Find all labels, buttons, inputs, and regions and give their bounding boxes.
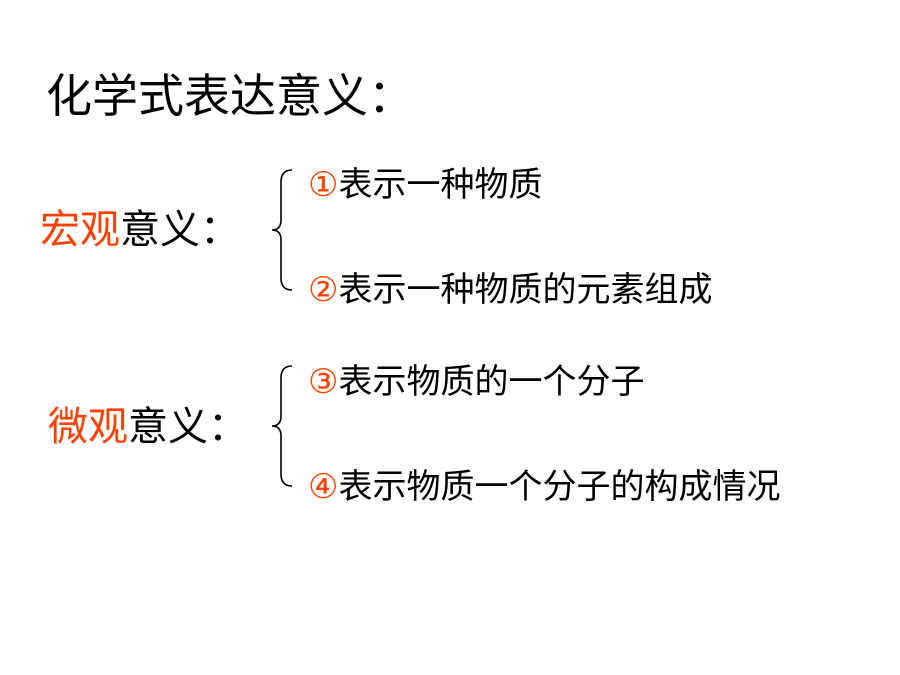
item-number: ④: [308, 467, 339, 507]
item-number: ③: [308, 362, 339, 402]
item-text: 表示物质的一个分子: [338, 362, 645, 402]
micro-accent-text: 微观: [48, 404, 128, 450]
micro-item-4: ④表示物质一个分子的构成情况: [308, 465, 780, 509]
micro-item-3: ③表示物质的一个分子: [308, 360, 644, 404]
item-text: 表示一种物质的元素组成: [338, 270, 713, 310]
item-number: ②: [308, 270, 339, 310]
slide-title: 化学式表达意义：: [46, 69, 414, 123]
macro-accent-text: 宏观: [40, 207, 120, 253]
macro-brace-icon: [271, 169, 293, 291]
item-text: 表示物质一个分子的构成情况: [338, 467, 781, 507]
macro-meaning-label: 宏观意义：: [40, 204, 240, 256]
macro-rest-text: 意义：: [120, 207, 240, 253]
item-text: 表示一种物质: [338, 165, 543, 205]
micro-rest-text: 意义：: [128, 404, 248, 450]
macro-item-1: ①表示一种物质: [308, 163, 542, 207]
macro-item-2: ②表示一种物质的元素组成: [308, 268, 712, 312]
micro-meaning-label: 微观意义：: [48, 401, 248, 453]
micro-brace-icon: [271, 365, 293, 487]
item-number: ①: [308, 165, 339, 205]
